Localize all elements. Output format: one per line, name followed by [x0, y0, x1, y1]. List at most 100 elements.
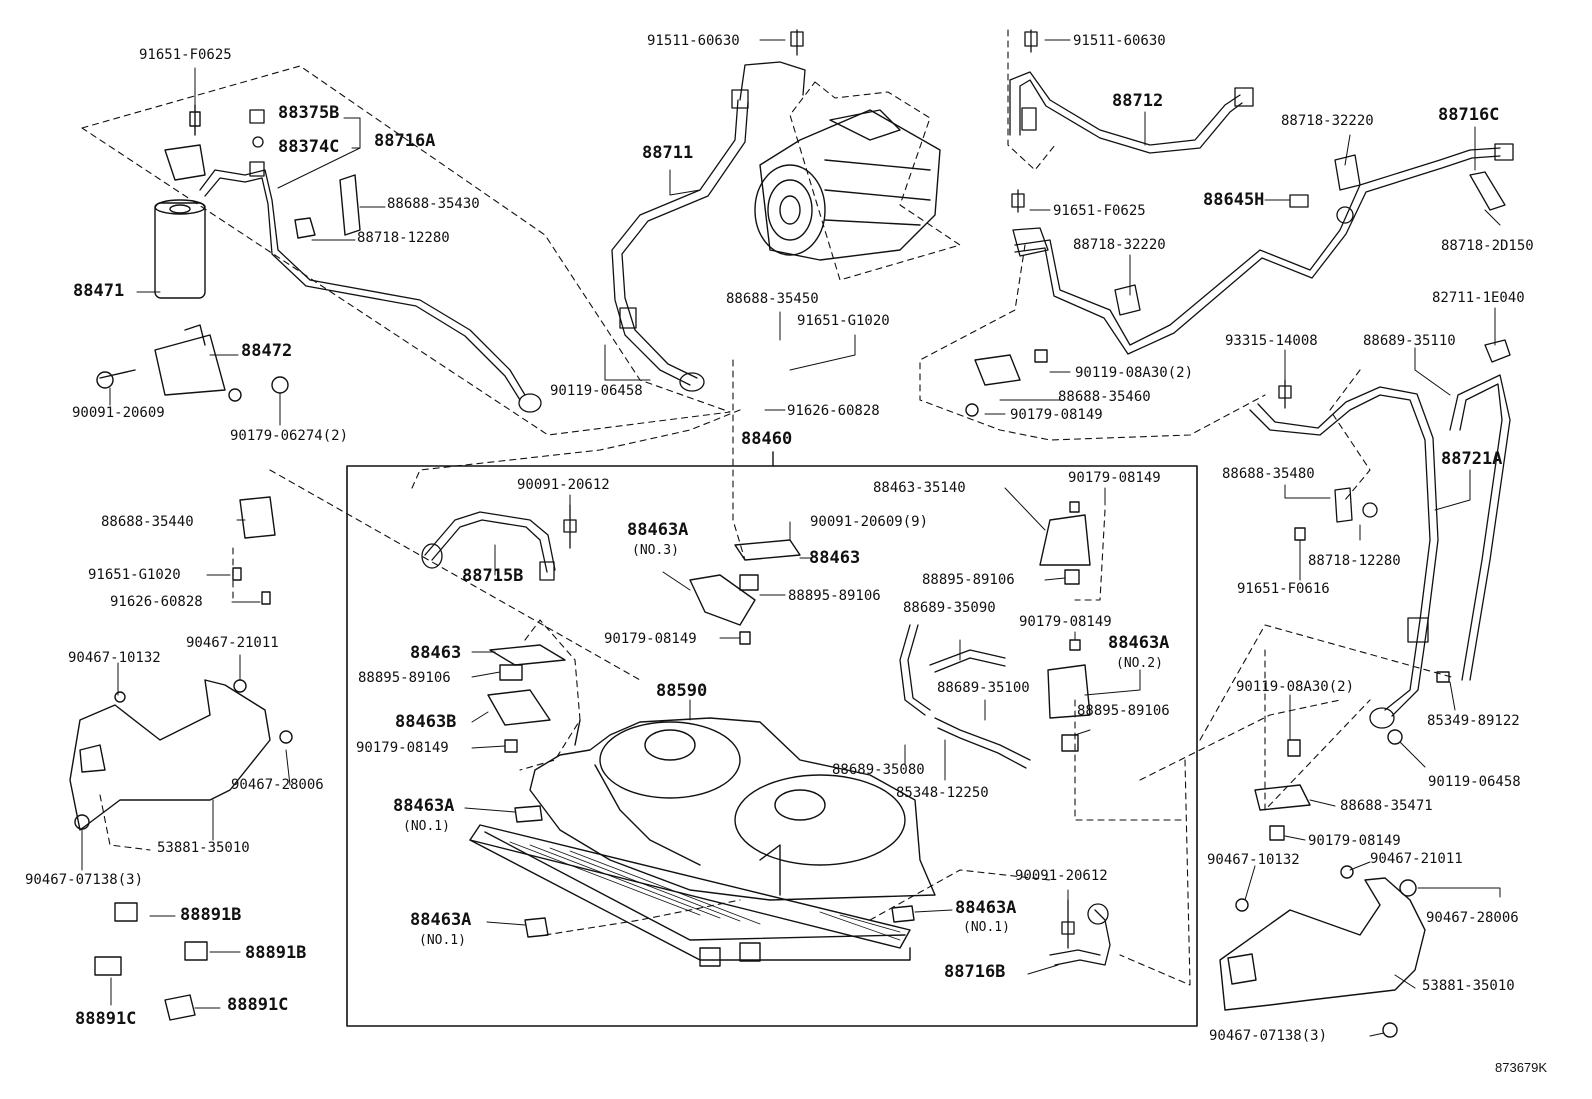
label-88463-left[interactable]: 88463 [410, 643, 462, 663]
label-no2: (NO.2) [1116, 656, 1163, 671]
label-88895-89106[interactable]: 88895-89106 [788, 588, 881, 604]
label-88712[interactable]: 88712 [1112, 91, 1164, 111]
label-88891B[interactable]: 88891B [180, 905, 242, 925]
label-88718-2D150[interactable]: 88718-2D150 [1441, 238, 1534, 254]
dashed-guides [81, 29, 1456, 986]
label-88689-35090[interactable]: 88689-35090 [903, 600, 996, 616]
shroud-53881-35010-right [1219, 865, 1426, 1038]
label-90179-08149-top[interactable]: 90179-08149 [1010, 407, 1103, 423]
label-90467-28006[interactable]: 90467-28006 [231, 777, 324, 793]
label-88689-35100[interactable]: 88689-35100 [937, 680, 1030, 696]
label-90467-07138[interactable]: 90467-07138(3) [25, 872, 144, 888]
label-88460[interactable]: 88460 [741, 429, 793, 449]
label-88718-12280-right[interactable]: 88718-12280 [1308, 553, 1401, 569]
label-90467-28006-right[interactable]: 90467-28006 [1426, 910, 1519, 926]
label-88716C[interactable]: 88716C [1438, 105, 1500, 125]
label-91651-G1020[interactable]: 91651-G1020 [797, 313, 890, 329]
label-88688-35430[interactable]: 88688-35430 [387, 196, 480, 212]
condenser [469, 824, 911, 967]
label-88471[interactable]: 88471 [73, 281, 125, 301]
label-88721A[interactable]: 88721A [1441, 449, 1503, 469]
label-91651-G1020-left[interactable]: 91651-G1020 [88, 567, 181, 583]
label-90179-06274[interactable]: 90179-06274(2) [230, 428, 349, 444]
label-88688-35480[interactable]: 88688-35480 [1222, 466, 1315, 482]
label-90179-08149-right[interactable]: 90179-08149 [1308, 833, 1401, 849]
label-88688-35460[interactable]: 88688-35460 [1058, 389, 1151, 405]
label-88895-89106-left[interactable]: 88895-89106 [358, 670, 451, 686]
label-88895-89106-right[interactable]: 88895-89106 [922, 572, 1015, 588]
label-88689-35110[interactable]: 88689-35110 [1363, 333, 1456, 349]
label-88463A-no1[interactable]: 88463A [393, 796, 455, 816]
label-91511-60630[interactable]: 91511-60630 [647, 33, 740, 49]
label-88715B[interactable]: 88715B [462, 566, 524, 586]
label-90467-10132-right[interactable]: 90467-10132 [1207, 852, 1300, 868]
label-90467-21011[interactable]: 90467-21011 [186, 635, 279, 651]
label-91511-60630-right[interactable]: 91511-60630 [1073, 33, 1166, 49]
label-88891C-2[interactable]: 88891C [227, 995, 289, 1015]
label-90179-08149[interactable]: 90179-08149 [604, 631, 697, 647]
bolt-91651-G1020 [232, 567, 242, 581]
label-88463B[interactable]: 88463B [395, 712, 457, 732]
label-88374C[interactable]: 88374C [278, 137, 340, 157]
label-88718-32220-upper[interactable]: 88718-32220 [1281, 113, 1374, 129]
label-90091-20612-right[interactable]: 90091-20612 [1015, 868, 1108, 884]
bracket-88688-35440 [239, 496, 276, 539]
label-88716A[interactable]: 88716A [374, 131, 436, 151]
label-85349-89122[interactable]: 85349-89122 [1427, 713, 1520, 729]
label-88688-35450[interactable]: 88688-35450 [726, 291, 819, 307]
label-no1: (NO.1) [403, 819, 450, 834]
label-90091-20609-9[interactable]: 90091-20609(9) [810, 514, 929, 530]
label-91626-60828-left[interactable]: 91626-60828 [110, 594, 203, 610]
label-88688-35440[interactable]: 88688-35440 [101, 514, 194, 530]
label-88590[interactable]: 88590 [656, 681, 708, 701]
label-90467-21011-right[interactable]: 90467-21011 [1370, 851, 1463, 867]
label-88463A-no1-right[interactable]: 88463A [955, 898, 1017, 918]
label-88463-35140[interactable]: 88463-35140 [873, 480, 966, 496]
catalog-code: 873679K [1495, 1060, 1548, 1075]
label-88716B[interactable]: 88716B [944, 962, 1006, 982]
label-88463A-no1-bottom[interactable]: 88463A [410, 910, 472, 930]
label-93315-14008[interactable]: 93315-14008 [1225, 333, 1318, 349]
label-88895-89106-no2[interactable]: 88895-89106 [1077, 703, 1170, 719]
label-88645H[interactable]: 88645H [1203, 190, 1265, 210]
label-91651-F0625[interactable]: 91651-F0625 [139, 47, 232, 63]
label-88463A-no2[interactable]: 88463A [1108, 633, 1170, 653]
label-88463A-no3[interactable]: 88463A [627, 520, 689, 540]
label-90179-08149-mid[interactable]: 90179-08149 [1019, 614, 1112, 630]
label-90179-08149-left[interactable]: 90179-08149 [356, 740, 449, 756]
label-88463[interactable]: 88463 [809, 548, 861, 568]
label-88711[interactable]: 88711 [642, 143, 694, 163]
label-90119-08A30-lower[interactable]: 90119-08A30(2) [1236, 679, 1355, 695]
label-no1-bottom: (NO.1) [419, 933, 466, 948]
label-91626-60828[interactable]: 91626-60828 [787, 403, 880, 419]
pipe-88716C [1011, 143, 1514, 355]
bracket-88472 [96, 324, 289, 402]
blocks-88891 [94, 902, 208, 1021]
label-90119-08A30[interactable]: 90119-08A30(2) [1075, 365, 1194, 381]
label-90091-20612[interactable]: 90091-20612 [517, 477, 610, 493]
label-90091-20609[interactable]: 90091-20609 [72, 405, 165, 421]
label-90179-08149-box[interactable]: 90179-08149 [1068, 470, 1161, 486]
bolt-91626-60828 [261, 591, 271, 605]
label-88718-12280[interactable]: 88718-12280 [357, 230, 450, 246]
label-88891B-2[interactable]: 88891B [245, 943, 307, 963]
label-91651-F0616[interactable]: 91651-F0616 [1237, 581, 1330, 597]
label-88718-32220-lower[interactable]: 88718-32220 [1073, 237, 1166, 253]
label-53881-35010[interactable]: 53881-35010 [157, 840, 250, 856]
label-88472[interactable]: 88472 [241, 341, 293, 361]
label-88688-35471[interactable]: 88688-35471 [1340, 798, 1433, 814]
label-90467-10132[interactable]: 90467-10132 [68, 650, 161, 666]
label-90467-07138-right[interactable]: 90467-07138(3) [1209, 1028, 1328, 1044]
hose-88711 [611, 29, 806, 392]
label-91651-F0625-right[interactable]: 91651-F0625 [1053, 203, 1146, 219]
label-88689-35080[interactable]: 88689-35080 [832, 762, 925, 778]
label-82711-1E040[interactable]: 82711-1E040 [1432, 290, 1525, 306]
label-90119-06458-right[interactable]: 90119-06458 [1428, 774, 1521, 790]
label-85348-12250[interactable]: 85348-12250 [896, 785, 989, 801]
label-88375B[interactable]: 88375B [278, 103, 340, 123]
label-90119-06458[interactable]: 90119-06458 [550, 383, 643, 399]
label-53881-35010-right[interactable]: 53881-35010 [1422, 978, 1515, 994]
hose-88721A [1249, 339, 1511, 729]
label-88891C[interactable]: 88891C [75, 1009, 137, 1029]
